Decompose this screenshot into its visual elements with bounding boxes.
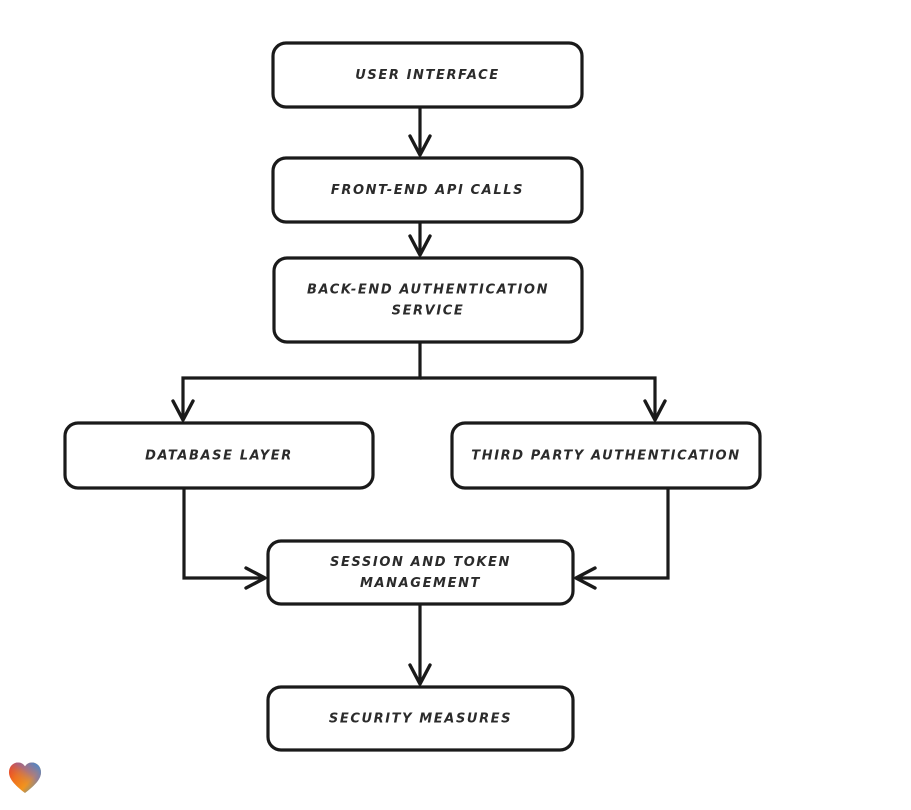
node-back-end-authentication-service[interactable]: BACK-END AUTHENTICATION SERVICE — [272, 256, 584, 344]
arrowhead-down — [643, 399, 667, 422]
node-box[interactable] — [271, 156, 584, 224]
node-label: USER INTERFACE — [355, 68, 500, 83]
edge-database-to-session — [182, 488, 267, 590]
heart-logo — [9, 762, 41, 793]
node-label: SESSION AND TOKEN MANAGEMENT — [330, 555, 511, 591]
edge-api-to-backend — [408, 222, 432, 257]
edge-line — [181, 342, 422, 417]
heart-shape-overlay — [9, 762, 41, 793]
edge-third-party-to-session — [574, 488, 670, 590]
arrowhead-left — [574, 566, 597, 590]
node-label: THIRD PARTY AUTHENTICATION — [471, 448, 740, 463]
node-label: BACK-END AUTHENTICATION SERVICE — [307, 282, 549, 318]
node-label-line: BACK-END AUTHENTICATION — [307, 282, 549, 297]
edge-ui-to-api — [408, 107, 432, 157]
node-label-line: DATABASE LAYER — [145, 448, 293, 463]
node-label-line: SERVICE — [392, 303, 465, 318]
node-database-layer[interactable]: DATABASE LAYER — [63, 421, 375, 490]
arrowhead-down — [408, 134, 432, 157]
node-box[interactable] — [450, 421, 762, 490]
edge-line — [579, 488, 670, 580]
edge-backend-to-third-party — [420, 376, 667, 422]
node-label-line: SECURITY MEASURES — [329, 711, 512, 726]
nodes-layer: USER INTERFACE FRONT-END API CALLS BACK-EN… — [63, 41, 762, 752]
node-box[interactable] — [266, 539, 575, 606]
arrowhead-down — [408, 663, 432, 686]
node-label-line: THIRD PARTY AUTHENTICATION — [471, 448, 740, 463]
edge-backend-to-database — [171, 342, 422, 422]
node-front-end-api-calls[interactable]: FRONT-END API CALLS — [271, 156, 584, 224]
edges-layer — [171, 107, 670, 686]
node-label: SECURITY MEASURES — [329, 711, 512, 726]
node-label-line: USER INTERFACE — [355, 68, 500, 83]
arrowhead-right — [244, 566, 267, 590]
node-label: FRONT-END API CALLS — [331, 183, 524, 198]
edge-line — [420, 376, 657, 417]
node-box[interactable] — [272, 256, 584, 344]
arrowhead-down — [408, 234, 432, 257]
node-box[interactable] — [63, 421, 375, 490]
node-box[interactable] — [266, 685, 575, 752]
arrowhead-down — [171, 399, 195, 422]
node-third-party-authentication[interactable]: THIRD PARTY AUTHENTICATION — [450, 421, 762, 490]
node-label-line: MANAGEMENT — [360, 576, 481, 591]
node-box[interactable] — [271, 41, 584, 109]
edge-line — [182, 488, 262, 580]
edge-session-to-security — [408, 604, 432, 686]
node-label: DATABASE LAYER — [145, 448, 293, 463]
node-user-interface[interactable]: USER INTERFACE — [271, 41, 584, 109]
node-label-line: SESSION AND TOKEN — [330, 555, 511, 570]
node-session-and-token-management[interactable]: SESSION AND TOKEN MANAGEMENT — [266, 539, 575, 606]
node-label-line: FRONT-END API CALLS — [331, 183, 524, 198]
node-security-measures[interactable]: SECURITY MEASURES — [266, 685, 575, 752]
